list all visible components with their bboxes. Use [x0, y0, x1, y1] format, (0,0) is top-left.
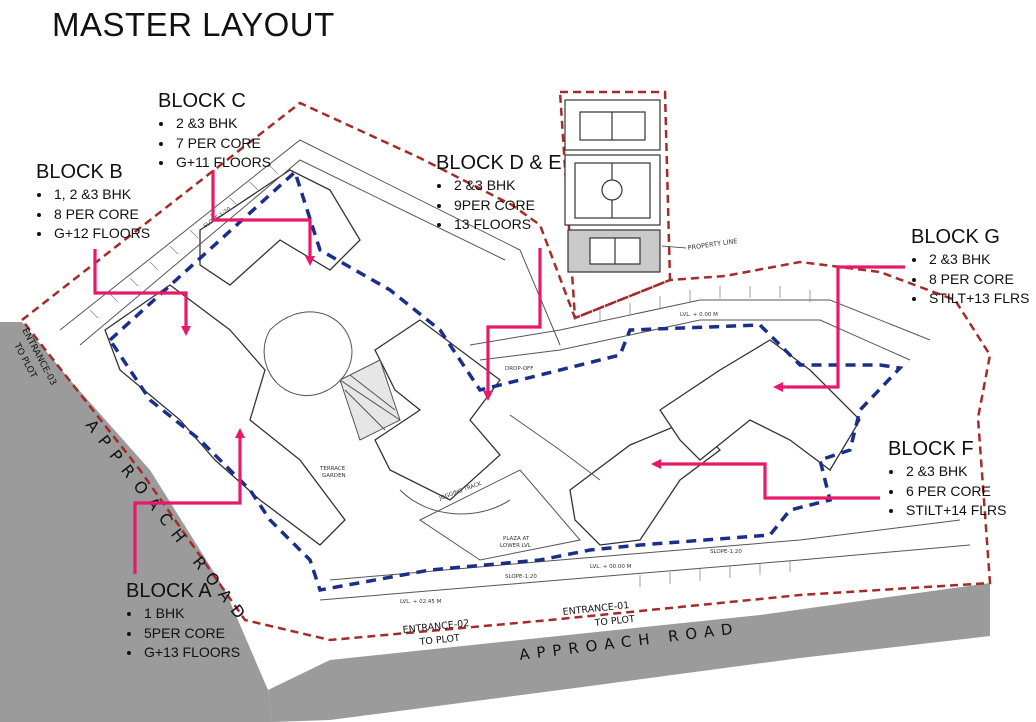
- block-a-detail: 1 BHK: [142, 604, 240, 624]
- plaza-label: PLAZA AT: [503, 536, 530, 542]
- block-b-label: BLOCK B 1, 2 &3 BHK 8 PER CORE G+12 FLOO…: [36, 161, 150, 244]
- property-line-label: PROPERTY LINE: [687, 237, 738, 252]
- block-b-arrow: [93, 249, 191, 336]
- block-c-arrow: [211, 170, 315, 266]
- slope-label-3: SLOPE-1:20: [710, 549, 742, 555]
- block-a-label: BLOCK A 1 BHK 5PER CORE G+13 FLOORS: [126, 580, 240, 663]
- site-boundary: [107, 168, 904, 592]
- block-a-details: 1 BHK 5PER CORE G+13 FLOORS: [126, 604, 240, 663]
- property-line-leader: [661, 245, 687, 249]
- block-g-detail: STILT+13 FLRS: [927, 289, 1030, 309]
- block-c-detail: G+11 FLOORS: [174, 153, 271, 173]
- block-b-details: 1, 2 &3 BHK 8 PER CORE G+12 FLOORS: [36, 185, 150, 244]
- level-label-1: LVL. + 02.45 M: [400, 599, 442, 605]
- level-label-2: LVL. + 00.00 M: [590, 564, 632, 570]
- block-g-arrow: [773, 265, 905, 392]
- block-c-label: BLOCK C 2 &3 BHK 7 PER CORE G+11 FLOORS: [158, 90, 271, 173]
- block-b-name: BLOCK B: [36, 161, 123, 183]
- block-a-detail: G+13 FLOORS: [142, 643, 240, 663]
- block-a-name: BLOCK A: [126, 580, 212, 602]
- slope-label-2: SLOPE-1:20: [505, 574, 537, 580]
- block-de-label: BLOCK D & E 2 &3 BHK 9PER CORE 13 FLOORS: [436, 152, 562, 235]
- block-de-detail: 13 FLOORS: [452, 215, 562, 235]
- block-de-arrow: [483, 248, 542, 401]
- block-f-detail: STILT+14 FLRS: [904, 501, 1007, 521]
- block-c-details: 2 &3 BHK 7 PER CORE G+11 FLOORS: [158, 114, 271, 173]
- block-g-detail: 8 PER CORE: [927, 270, 1030, 290]
- plaza-zone: [419, 469, 581, 561]
- block-g-detail: 2 &3 BHK: [927, 250, 1030, 270]
- block-a-detail: 5PER CORE: [142, 624, 240, 644]
- block-de-detail: 2 &3 BHK: [452, 176, 562, 196]
- block-de-detail: 9PER CORE: [452, 196, 562, 216]
- entrance-02-sublabel: TO PLOT: [418, 633, 460, 648]
- level-label-3: LVL. + 0.00 M: [680, 312, 718, 318]
- block-f-name: BLOCK F: [888, 438, 974, 460]
- block-g-details: 2 &3 BHK 8 PER CORE STILT+13 FLRS: [911, 250, 1030, 309]
- block-f-arrow: [651, 459, 880, 500]
- plaza-sublabel: LOWER LVL: [500, 543, 532, 549]
- block-g-name: BLOCK G: [911, 226, 1000, 248]
- block-f-detail: 6 PER CORE: [904, 482, 1007, 502]
- page-title: MASTER LAYOUT: [52, 6, 335, 43]
- block-b-detail: 1, 2 &3 BHK: [52, 185, 150, 205]
- entrance-02-label: ENTRANCE-02: [402, 618, 470, 636]
- block-de-name: BLOCK D & E: [436, 152, 562, 174]
- entrance-01-sublabel: TO PLOT: [593, 614, 635, 629]
- block-a-arrow: [133, 428, 245, 574]
- block-de-details: 2 &3 BHK 9PER CORE 13 FLOORS: [436, 176, 562, 235]
- block-b-detail: G+12 FLOORS: [52, 224, 150, 244]
- block-g-label: BLOCK G 2 &3 BHK 8 PER CORE STILT+13 FLR…: [911, 226, 1030, 309]
- sports-courts: [564, 99, 661, 273]
- terrace-garden-sublabel: GARDEN: [322, 473, 346, 479]
- block-f-label: BLOCK F 2 &3 BHK 6 PER CORE STILT+14 FLR…: [888, 438, 1007, 521]
- approach-road-bottom: [268, 583, 990, 722]
- block-f-details: 2 &3 BHK 6 PER CORE STILT+14 FLRS: [888, 462, 1007, 521]
- drop-off-label: DROP-OFF: [505, 366, 533, 372]
- building-footprints: [104, 169, 861, 546]
- terrace-garden-label: TERRACE: [319, 466, 346, 472]
- block-f-detail: 2 &3 BHK: [904, 462, 1007, 482]
- block-c-detail: 2 &3 BHK: [174, 114, 271, 134]
- central-park: [263, 311, 511, 515]
- block-c-name: BLOCK C: [158, 90, 246, 112]
- block-b-detail: 8 PER CORE: [52, 205, 150, 225]
- block-c-detail: 7 PER CORE: [174, 134, 271, 154]
